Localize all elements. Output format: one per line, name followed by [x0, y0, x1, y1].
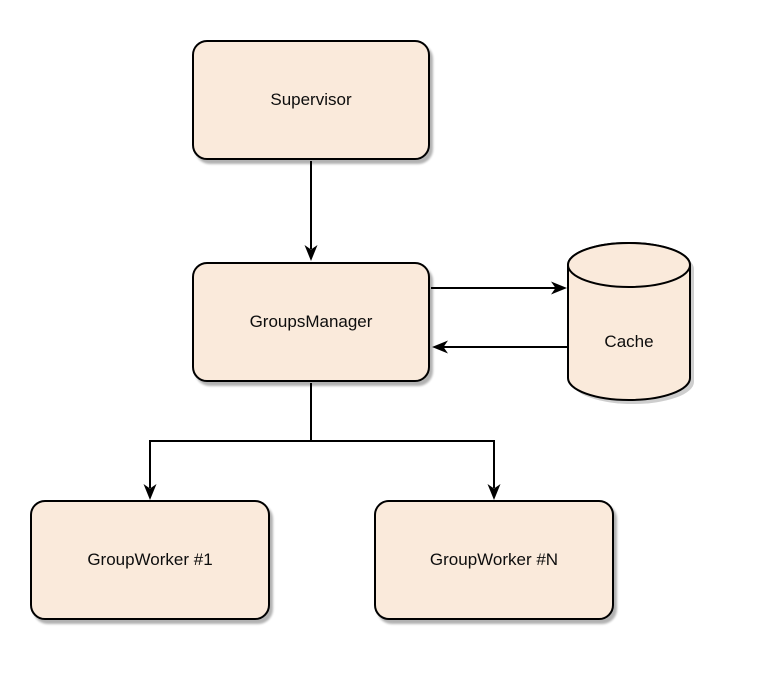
- node-supervisor: Supervisor: [192, 40, 430, 160]
- cache-cylinder: [567, 242, 694, 404]
- node-group-worker-1-label: GroupWorker #1: [87, 550, 213, 569]
- node-groups-manager-label: GroupsManager: [249, 312, 373, 331]
- node-group-worker-n: GroupWorker #N: [374, 500, 614, 620]
- edge-cache-to-groupsmanager: [432, 340, 567, 354]
- edge-groupsmanager-to-workers: [143, 383, 501, 500]
- node-group-worker-1: GroupWorker #1: [30, 500, 270, 620]
- edge-groupsmanager-to-cache: [431, 281, 567, 295]
- node-cache-label: Cache: [604, 332, 654, 351]
- node-groups-manager: GroupsManager: [192, 262, 430, 382]
- edge-supervisor-to-groupsmanager: [304, 161, 318, 261]
- node-supervisor-label: Supervisor: [270, 90, 352, 109]
- node-group-worker-n-label: GroupWorker #N: [429, 550, 559, 569]
